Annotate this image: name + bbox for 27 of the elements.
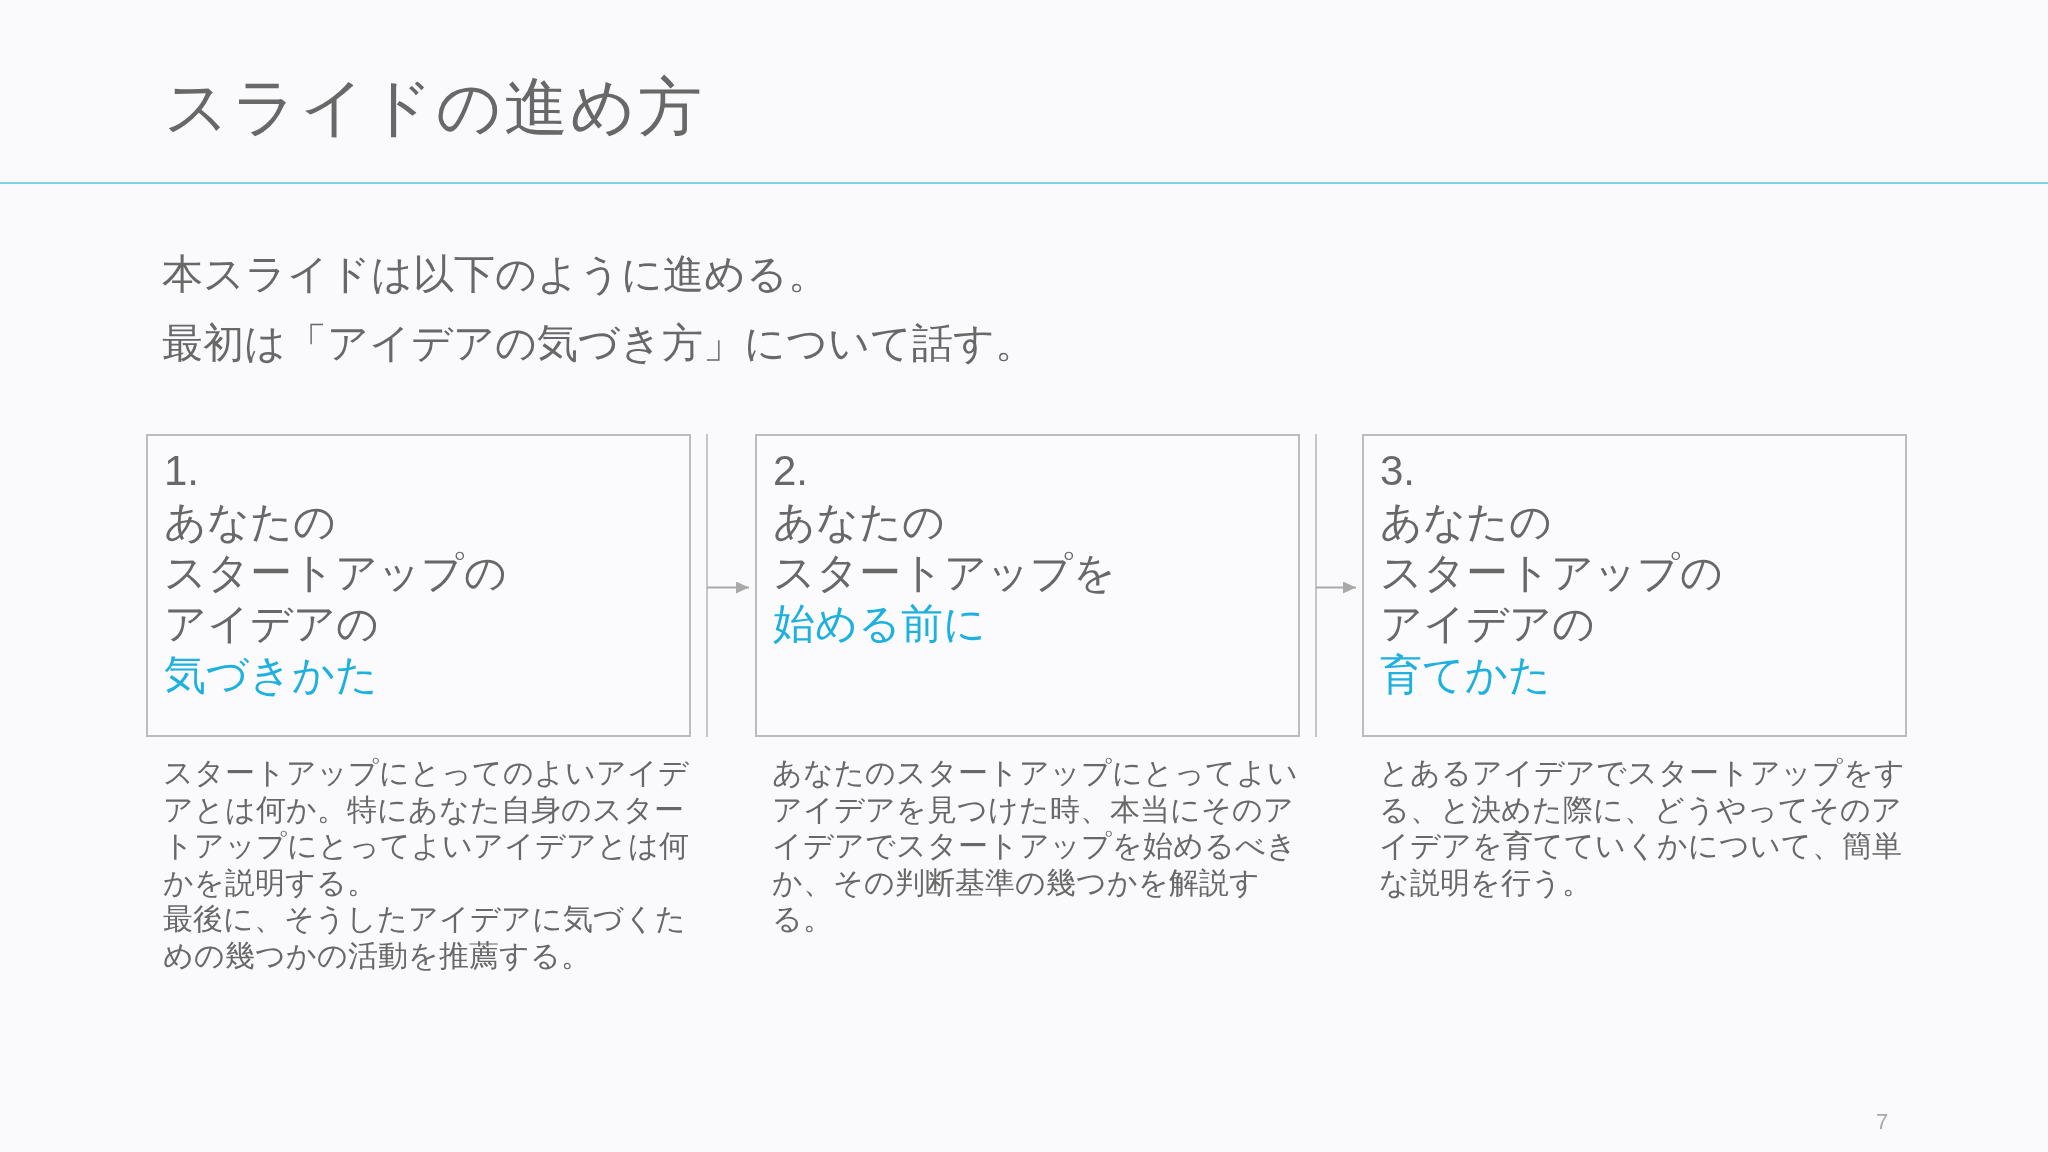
step-title: スタートアップを [773, 548, 1116, 598]
description-text: とあるアイデアでスタートアップをする、と決めた際に、どうやってそのアイデアを育てていくかについて、簡単な説明を行う。 [1379, 755, 1906, 901]
highlight-text: 育てかた [1380, 650, 1551, 700]
page-number: 7 [1876, 1108, 1889, 1136]
step-title: スタートアップの [164, 548, 507, 598]
step-box [755, 434, 1300, 737]
step-number: 1. [164, 446, 200, 496]
step-title: スタートアップの [1380, 548, 1723, 598]
description-text: あなたのスタートアップにとってよいアイデアを見つけた時、本当にそのアイデアでスタートアップを始めるべきか、その判断基準の幾つかを解説する。 [772, 755, 1299, 938]
intro-text: 最初は「アイデアの気づき方」について話す。 [162, 319, 1036, 368]
step-title: あなたの [773, 497, 945, 547]
description-text: スタートアップにとってのよいアイデアとは何か。特にあなた自身のスタートアップにとってよいアイデアとは何かを説明する。 [163, 755, 690, 901]
step-title: アイデアの [1380, 599, 1595, 649]
step-number: 3. [1380, 446, 1416, 496]
step-number: 2. [773, 446, 809, 496]
step-box [1362, 434, 1907, 737]
step-title: あなたの [164, 497, 336, 547]
step-title: アイデアの [164, 599, 379, 649]
highlight-text: 気づきかた [164, 650, 378, 700]
description-text: 最後に、そうしたアイデアに気づくための幾つかの活動を推薦する。 [163, 901, 687, 974]
step-box [146, 434, 691, 737]
arrow [706, 581, 750, 594]
intro-text: 本スライドは以下のように進める。 [162, 250, 829, 299]
slide-title: スライドの進め方 [164, 70, 704, 145]
highlight-text: 始める前に [773, 599, 986, 649]
arrow [1315, 581, 1357, 594]
step-title: あなたの [1380, 497, 1552, 547]
